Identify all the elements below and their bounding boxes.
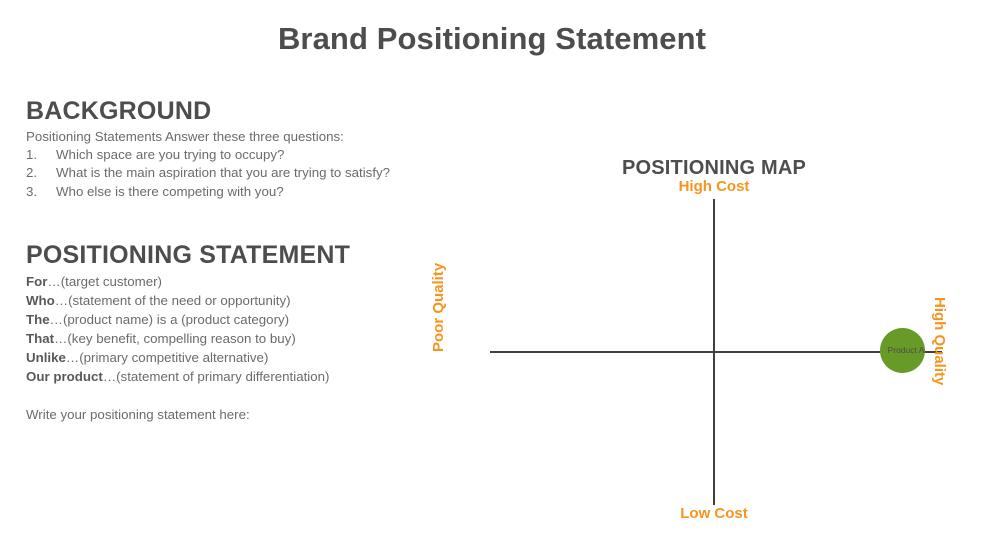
- write-statement-prompt: Write your positioning statement here:: [26, 406, 250, 422]
- statement-line: That…(key benefit, compelling reason to …: [26, 329, 446, 348]
- statement-line-rest: …(statement of primary differentiation): [102, 368, 330, 384]
- statement-line: Who…(statement of the need or opportunit…: [26, 291, 446, 310]
- statement-line-rest: …(target customer): [47, 273, 162, 289]
- positioning-map: High Cost Low Cost Poor Quality High Qua…: [430, 175, 984, 535]
- statement-line-lead: For: [26, 273, 48, 289]
- statement-line-lead: The: [26, 311, 50, 327]
- product-bubble-label: Product A: [887, 345, 925, 355]
- list-item-label: What is the main aspiration that you are…: [56, 165, 391, 181]
- positioning-statement-heading: POSITIONING STATEMENT: [26, 240, 351, 269]
- list-item: 1. Which space are you trying to occupy?: [26, 146, 446, 164]
- statement-line: For…(target customer): [26, 272, 446, 291]
- positioning-map-title: POSITIONING MAP: [621, 157, 807, 179]
- list-item-number: 1.: [26, 147, 38, 163]
- background-intro: Positioning Statements Answer these thre…: [26, 129, 344, 144]
- background-heading: BACKGROUND: [26, 97, 212, 125]
- statement-line-rest: …(key benefit, compelling reason to buy): [54, 330, 296, 346]
- statement-line-lead: Our product: [26, 368, 103, 384]
- list-item-label: Who else is there competing with you?: [56, 183, 284, 199]
- axis-label-low-cost: Low Cost: [680, 505, 748, 522]
- axis-label-poor-quality: Poor Quality: [430, 262, 447, 352]
- list-item-number: 3.: [26, 183, 38, 199]
- page-title: Brand Positioning Statement: [277, 21, 707, 56]
- product-bubble-product-a[interactable]: Product A: [879, 327, 925, 373]
- horizontal-axis-line: [490, 351, 942, 353]
- positioning-statement-section: POSITIONING STATEMENT For…(target custom…: [26, 240, 446, 422]
- statement-line: Our product…(statement of primary differ…: [26, 367, 446, 386]
- statement-line: Unlike…(primary competitive alternative): [26, 348, 446, 367]
- left-content-column: BACKGROUND Positioning Statements Answer…: [26, 98, 446, 422]
- statement-line: The…(product name) is a (product categor…: [26, 310, 446, 329]
- list-item: 3. Who else is there competing with you?: [26, 183, 446, 201]
- list-item-number: 2.: [26, 165, 38, 181]
- axis-label-high-quality: High Quality: [931, 297, 948, 386]
- background-question-list: 1. Which space are you trying to occupy?…: [26, 146, 446, 201]
- statement-line-rest: …(primary competitive alternative): [65, 349, 269, 365]
- statement-line-lead: That: [26, 330, 55, 346]
- statement-line-rest: …(product name) is a (product category): [49, 311, 290, 327]
- list-item-label: Which space are you trying to occupy?: [56, 147, 285, 163]
- axis-label-high-cost: High Cost: [678, 178, 750, 195]
- statement-line-lead: Who: [26, 292, 55, 308]
- statement-line-lead: Unlike: [26, 349, 66, 365]
- list-item: 2. What is the main aspiration that you …: [26, 164, 446, 182]
- background-section: BACKGROUND Positioning Statements Answer…: [26, 98, 446, 201]
- statement-line-rest: …(statement of the need or opportunity): [54, 292, 291, 308]
